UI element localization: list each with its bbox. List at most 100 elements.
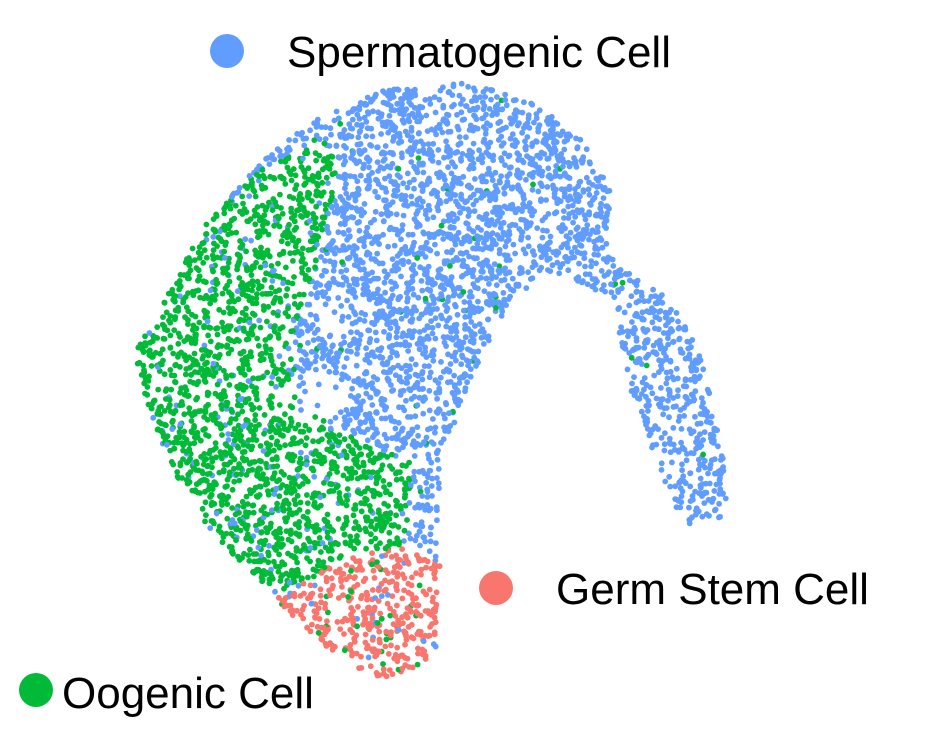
scatter-point-spermatogenic — [405, 258, 412, 265]
scatter-point-oogenic — [252, 417, 258, 423]
scatter-point-oogenic — [144, 391, 151, 398]
scatter-point-oogenic — [285, 305, 291, 312]
scatter-point-spermatogenic — [307, 545, 314, 551]
scatter-point-spermatogenic — [638, 361, 645, 367]
scatter-point-oogenic — [319, 226, 326, 233]
scatter-point-spermatogenic — [381, 218, 387, 224]
scatter-point-spermatogenic — [512, 114, 519, 120]
scatter-point-germ-stem — [418, 571, 424, 578]
scatter-point-spermatogenic — [473, 197, 480, 204]
scatter-point-spermatogenic — [367, 219, 374, 226]
scatter-point-oogenic — [343, 502, 350, 509]
scatter-point-oogenic — [215, 393, 222, 399]
scatter-point-spermatogenic — [608, 281, 614, 288]
scatter-point-spermatogenic — [463, 134, 469, 141]
scatter-point-oogenic — [268, 358, 275, 364]
scatter-point-spermatogenic — [354, 178, 361, 185]
scatter-point-spermatogenic — [434, 517, 440, 524]
scatter-point-oogenic — [200, 239, 207, 246]
scatter-point-oogenic — [199, 505, 206, 512]
scatter-point-oogenic — [285, 536, 292, 543]
scatter-point-oogenic — [254, 291, 260, 297]
scatter-point-spermatogenic — [540, 227, 546, 234]
scatter-point-oogenic — [253, 300, 260, 307]
scatter-point-oogenic — [294, 466, 301, 473]
scatter-point-germ-stem — [358, 653, 364, 660]
scatter-point-oogenic — [250, 502, 257, 509]
scatter-point-spermatogenic — [525, 234, 531, 241]
scatter-point-germ-stem — [300, 580, 307, 587]
scatter-point-spermatogenic — [417, 542, 423, 549]
scatter-point-spermatogenic — [442, 415, 448, 422]
scatter-point-spermatogenic — [357, 419, 364, 425]
scatter-point-spermatogenic — [237, 396, 244, 403]
scatter-point-oogenic — [249, 383, 255, 390]
scatter-point-oogenic — [177, 462, 184, 469]
scatter-point-spermatogenic — [454, 180, 461, 186]
scatter-point-spermatogenic — [361, 201, 368, 207]
scatter-point-spermatogenic — [667, 441, 674, 447]
scatter-point-spermatogenic — [489, 177, 496, 184]
scatter-point-oogenic — [260, 471, 266, 477]
scatter-points — [134, 80, 729, 680]
scatter-point-oogenic — [142, 377, 149, 384]
scatter-point-oogenic — [224, 515, 231, 522]
scatter-point-spermatogenic — [403, 305, 410, 312]
scatter-point-spermatogenic — [428, 318, 434, 324]
scatter-point-spermatogenic — [402, 128, 409, 135]
scatter-point-oogenic — [147, 339, 154, 346]
scatter-point-oogenic — [246, 366, 253, 373]
scatter-point-spermatogenic — [421, 439, 427, 446]
scatter-point-spermatogenic — [368, 125, 375, 132]
scatter-point-spermatogenic — [572, 186, 578, 193]
scatter-point-spermatogenic — [430, 214, 437, 221]
scatter-point-spermatogenic — [430, 140, 437, 147]
scatter-point-oogenic — [152, 349, 159, 356]
scatter-point-spermatogenic — [557, 264, 564, 271]
scatter-point-oogenic — [260, 356, 267, 363]
scatter-point-oogenic — [171, 295, 178, 302]
scatter-point-oogenic — [171, 314, 178, 321]
scatter-point-oogenic — [193, 458, 200, 465]
scatter-point-germ-stem — [380, 666, 387, 673]
scatter-point-oogenic — [170, 410, 177, 417]
scatter-point-spermatogenic — [386, 334, 392, 340]
scatter-point-oogenic — [159, 346, 166, 353]
scatter-point-spermatogenic — [411, 114, 418, 121]
scatter-point-spermatogenic — [394, 325, 401, 331]
scatter-point-spermatogenic — [647, 384, 654, 391]
scatter-point-spermatogenic — [494, 204, 501, 211]
scatter-point-spermatogenic — [264, 155, 271, 161]
scatter-point-spermatogenic — [444, 111, 450, 118]
scatter-point-spermatogenic — [345, 227, 352, 234]
scatter-point-spermatogenic — [538, 198, 544, 205]
scatter-point-oogenic — [252, 484, 259, 491]
scatter-point-spermatogenic — [355, 425, 362, 432]
scatter-point-spermatogenic — [545, 165, 552, 172]
scatter-point-spermatogenic — [299, 320, 306, 326]
scatter-point-spermatogenic — [512, 97, 519, 103]
scatter-point-oogenic — [414, 255, 421, 261]
scatter-point-germ-stem — [358, 595, 364, 602]
scatter-point-oogenic — [227, 205, 234, 212]
scatter-point-spermatogenic — [452, 325, 459, 332]
scatter-point-oogenic — [365, 469, 372, 475]
scatter-point-spermatogenic — [397, 250, 403, 257]
scatter-point-oogenic — [351, 525, 358, 532]
scatter-point-spermatogenic — [340, 246, 346, 253]
scatter-point-spermatogenic — [369, 96, 376, 103]
scatter-point-spermatogenic — [353, 160, 360, 167]
scatter-point-oogenic — [261, 307, 267, 313]
scatter-point-spermatogenic — [669, 459, 675, 466]
scatter-point-oogenic — [313, 203, 320, 210]
scatter-point-spermatogenic — [482, 130, 489, 137]
scatter-point-oogenic — [530, 181, 536, 188]
scatter-point-spermatogenic — [372, 208, 379, 215]
scatter-point-spermatogenic — [562, 254, 568, 261]
scatter-point-spermatogenic — [564, 240, 570, 247]
scatter-point-oogenic — [165, 404, 172, 411]
scatter-point-spermatogenic — [381, 311, 388, 318]
scatter-point-spermatogenic — [304, 301, 311, 308]
scatter-point-spermatogenic — [553, 252, 560, 258]
scatter-point-oogenic — [202, 310, 209, 317]
